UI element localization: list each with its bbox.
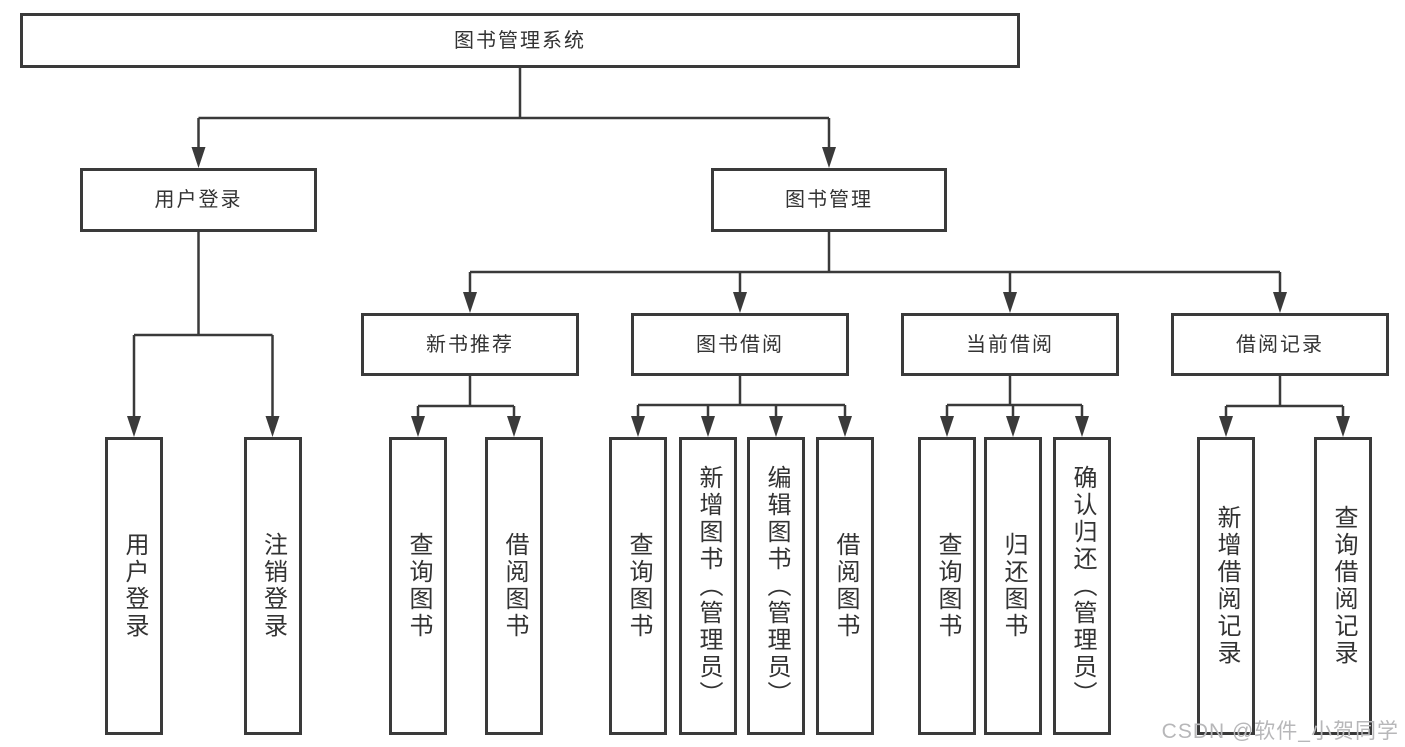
csdn-watermark: CSDN @软件_小贺同学 [1161,720,1399,743]
leaf-current-return-books: 归还图书 [984,437,1042,735]
node-root-label: 图书管理系统 [454,29,586,52]
leaf-newbook-borrow-books: 借阅图书 [485,437,543,735]
leaf-newbook-query-books-label: 查询图书 [405,532,432,640]
leaf-records-query-record: 查询借阅记录 [1314,437,1372,735]
node-root: 图书管理系统 [20,13,1020,68]
node-book-management: 图书管理 [711,168,947,232]
leaf-records-add-record: 新增借阅记录 [1197,437,1255,735]
leaf-logout-login: 注销登录 [243,437,302,735]
leaf-borrow-add-books-label: 新增图书（管理员） [695,464,722,708]
node-book-management-label: 图书管理 [785,189,873,211]
leaf-borrow-edit-books-label: 编辑图书（管理员） [763,464,790,708]
node-book-borrow: 图书借阅 [631,313,849,376]
leaf-borrow-add-books: 新增图书（管理员） [679,437,737,735]
leaf-current-query-books-label: 查询图书 [934,532,961,640]
node-borrow-records: 借阅记录 [1171,313,1389,376]
leaf-borrow-query-books-label: 查询图书 [625,532,652,640]
leaf-current-confirm-return-label: 确认归还（管理员） [1069,464,1096,708]
node-new-book-recommend-label: 新书推荐 [426,333,514,356]
node-current-borrow-label: 当前借阅 [966,333,1054,356]
node-user-login: 用户登录 [80,168,317,232]
leaf-user-login: 用户登录 [105,437,163,735]
node-current-borrow: 当前借阅 [901,313,1119,376]
leaf-borrow-borrow-books: 借阅图书 [816,437,874,735]
node-user-login-label: 用户登录 [154,189,243,211]
leaf-records-add-record-label: 新增借阅记录 [1213,505,1240,667]
leaf-records-query-record-label: 查询借阅记录 [1330,505,1357,667]
leaf-current-query-books: 查询图书 [918,437,976,735]
node-book-borrow-label: 图书借阅 [696,333,784,356]
leaf-current-return-books-label: 归还图书 [1000,532,1027,640]
leaf-borrow-query-books: 查询图书 [609,437,667,735]
leaf-newbook-borrow-books-label: 借阅图书 [501,532,528,640]
node-borrow-records-label: 借阅记录 [1236,333,1324,356]
leaf-logout-login-label: 注销登录 [259,532,287,640]
leaf-current-confirm-return: 确认归还（管理员） [1053,437,1111,735]
node-new-book-recommend: 新书推荐 [361,313,579,376]
leaf-newbook-query-books: 查询图书 [389,437,447,735]
leaf-borrow-edit-books: 编辑图书（管理员） [747,437,805,735]
leaf-borrow-borrow-books-label: 借阅图书 [832,532,859,640]
leaf-user-login-label: 用户登录 [121,532,148,640]
